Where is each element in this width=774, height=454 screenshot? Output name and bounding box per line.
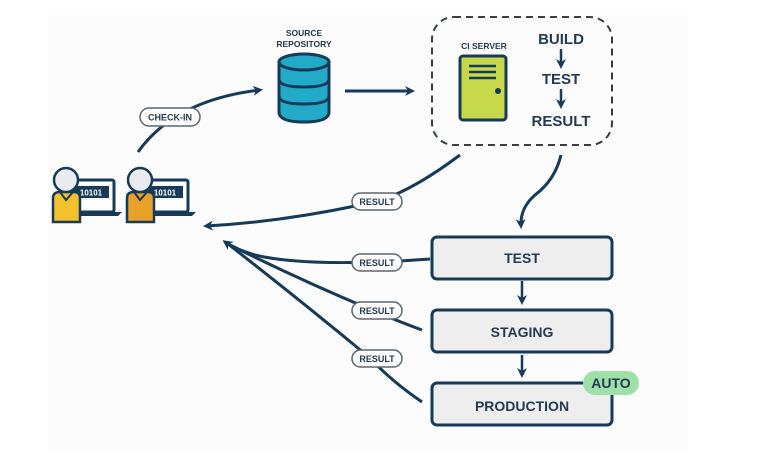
- svg-text:RESULT: RESULT: [359, 306, 395, 316]
- server-icon: [458, 54, 508, 122]
- svg-text:RESULT: RESULT: [359, 197, 395, 207]
- svg-text:AUTO: AUTO: [591, 375, 631, 391]
- svg-text:CHECK-IN: CHECK-IN: [148, 113, 192, 123]
- stage-test: TEST: [430, 235, 614, 281]
- check-in-pill: CHECK-IN: [139, 107, 201, 127]
- svg-text:PRODUCTION: PRODUCTION: [475, 398, 569, 414]
- source-repo-label-1: SOURCE: [286, 28, 323, 38]
- result-pill-3: RESULT: [351, 301, 403, 320]
- result-pill-4: RESULT: [351, 349, 403, 368]
- stage-production: PRODUCTION: [430, 381, 614, 427]
- stage-staging: STAGING: [430, 308, 614, 354]
- svg-text:RESULT: RESULT: [359, 354, 395, 364]
- source-repo-label-2: REPOSITORY: [276, 39, 332, 49]
- ci-step-test: TEST: [542, 71, 580, 88]
- diagram-background: [48, 10, 688, 450]
- developer-1-icon: 10101: [51, 166, 122, 224]
- ci-result-arrow: [203, 153, 461, 231]
- auto-badge: AUTO: [583, 371, 639, 395]
- ci-server-label: CI SERVER: [461, 41, 507, 51]
- ci-step-build: BUILD: [538, 31, 584, 48]
- production-result-arrow: [227, 242, 423, 404]
- svg-text:RESULT: RESULT: [359, 258, 395, 268]
- developer-2-icon: 10101: [125, 166, 196, 224]
- result-pill-1: RESULT: [351, 192, 403, 211]
- developer-2-screen-text: 10101: [154, 189, 177, 198]
- database-icon: [277, 52, 331, 124]
- svg-text:TEST: TEST: [504, 250, 540, 266]
- result-pill-2: RESULT: [351, 253, 403, 272]
- ci-step-result: RESULT: [532, 113, 591, 130]
- developer-1-screen-text: 10101: [80, 189, 103, 198]
- ci-to-test-arrow: [515, 154, 563, 229]
- svg-text:STAGING: STAGING: [491, 324, 554, 340]
